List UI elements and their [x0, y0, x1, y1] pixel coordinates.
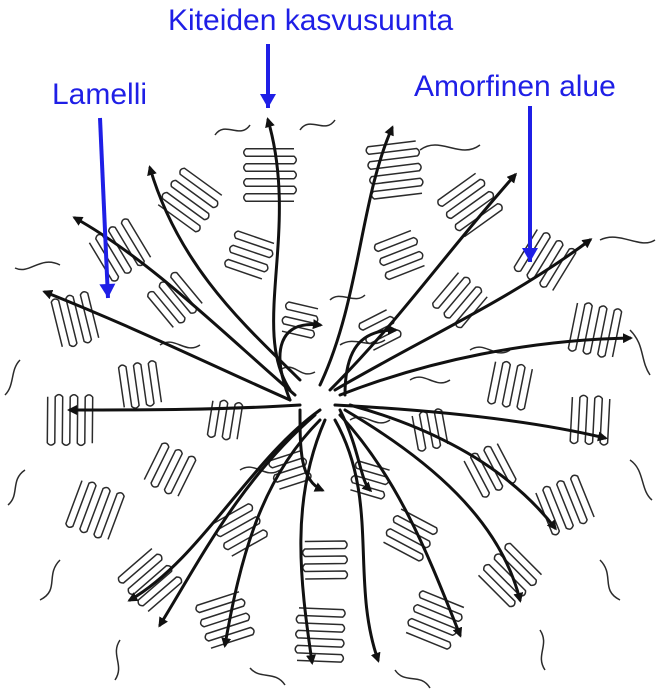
amorphous-chain-17	[280, 367, 315, 374]
growth-arrow-7	[330, 175, 515, 390]
growth-arrow-12	[160, 415, 315, 625]
lamella-11	[66, 481, 124, 540]
lamella-12	[536, 475, 594, 534]
lamella-3	[158, 168, 222, 231]
lamella-label: Lamelli	[52, 78, 147, 112]
lamella-14	[479, 543, 542, 606]
lamella-23	[464, 444, 516, 497]
lamella-19	[433, 273, 487, 328]
lamella-30	[412, 409, 448, 451]
lamella-6	[514, 230, 575, 291]
lamella-29	[208, 400, 243, 439]
lamella-27	[225, 231, 274, 279]
lamellae-layer	[47, 141, 621, 662]
amorphous-chain-2	[300, 120, 335, 130]
amorphous-chain-7	[630, 330, 650, 375]
lamella-26	[303, 541, 348, 579]
amorphous-chain-9	[630, 460, 652, 500]
lamella-20	[119, 361, 162, 408]
amorphous-chain-20	[410, 377, 450, 383]
lamella-8	[568, 303, 621, 357]
amorphous-chain-14	[250, 668, 285, 685]
amorphous-chain-10	[40, 560, 60, 600]
amorphous-chain-5	[600, 237, 655, 243]
amorphous-chain-1	[215, 125, 250, 135]
lamella-2	[366, 141, 423, 199]
growth-pointer-head	[260, 94, 276, 108]
lamella-pointer-line	[100, 118, 108, 298]
lamella-5	[89, 219, 150, 281]
growth-arrow-5	[70, 405, 300, 410]
amorphous-chain-15	[395, 670, 430, 688]
amorphous-chain-6	[5, 360, 20, 395]
lamella-9	[47, 395, 92, 446]
lamella-28	[375, 231, 425, 280]
amorphous-region-label: Amorfinen alue	[414, 70, 616, 104]
amorphous-chain-13	[540, 630, 545, 670]
lamella-22	[144, 443, 195, 496]
lamella-17	[295, 608, 345, 662]
growth-arrow-9	[340, 338, 630, 395]
amorphous-chain-3	[420, 145, 480, 150]
growth-direction-label: Kiteiden kasvusuunta	[168, 4, 453, 38]
amorphous-chain-12	[115, 640, 120, 680]
lamella-13	[118, 549, 181, 612]
lamella-7	[51, 292, 98, 347]
lamella-18	[148, 272, 202, 327]
lamella-1	[244, 149, 297, 202]
lamella-pointer-head	[99, 284, 115, 298]
lamella-21	[488, 362, 533, 410]
growth-arrows	[45, 120, 630, 662]
amorphous-chain-11	[600, 560, 620, 600]
amorphous-chain-8	[8, 470, 25, 505]
amorphous-chain-4	[15, 262, 60, 269]
